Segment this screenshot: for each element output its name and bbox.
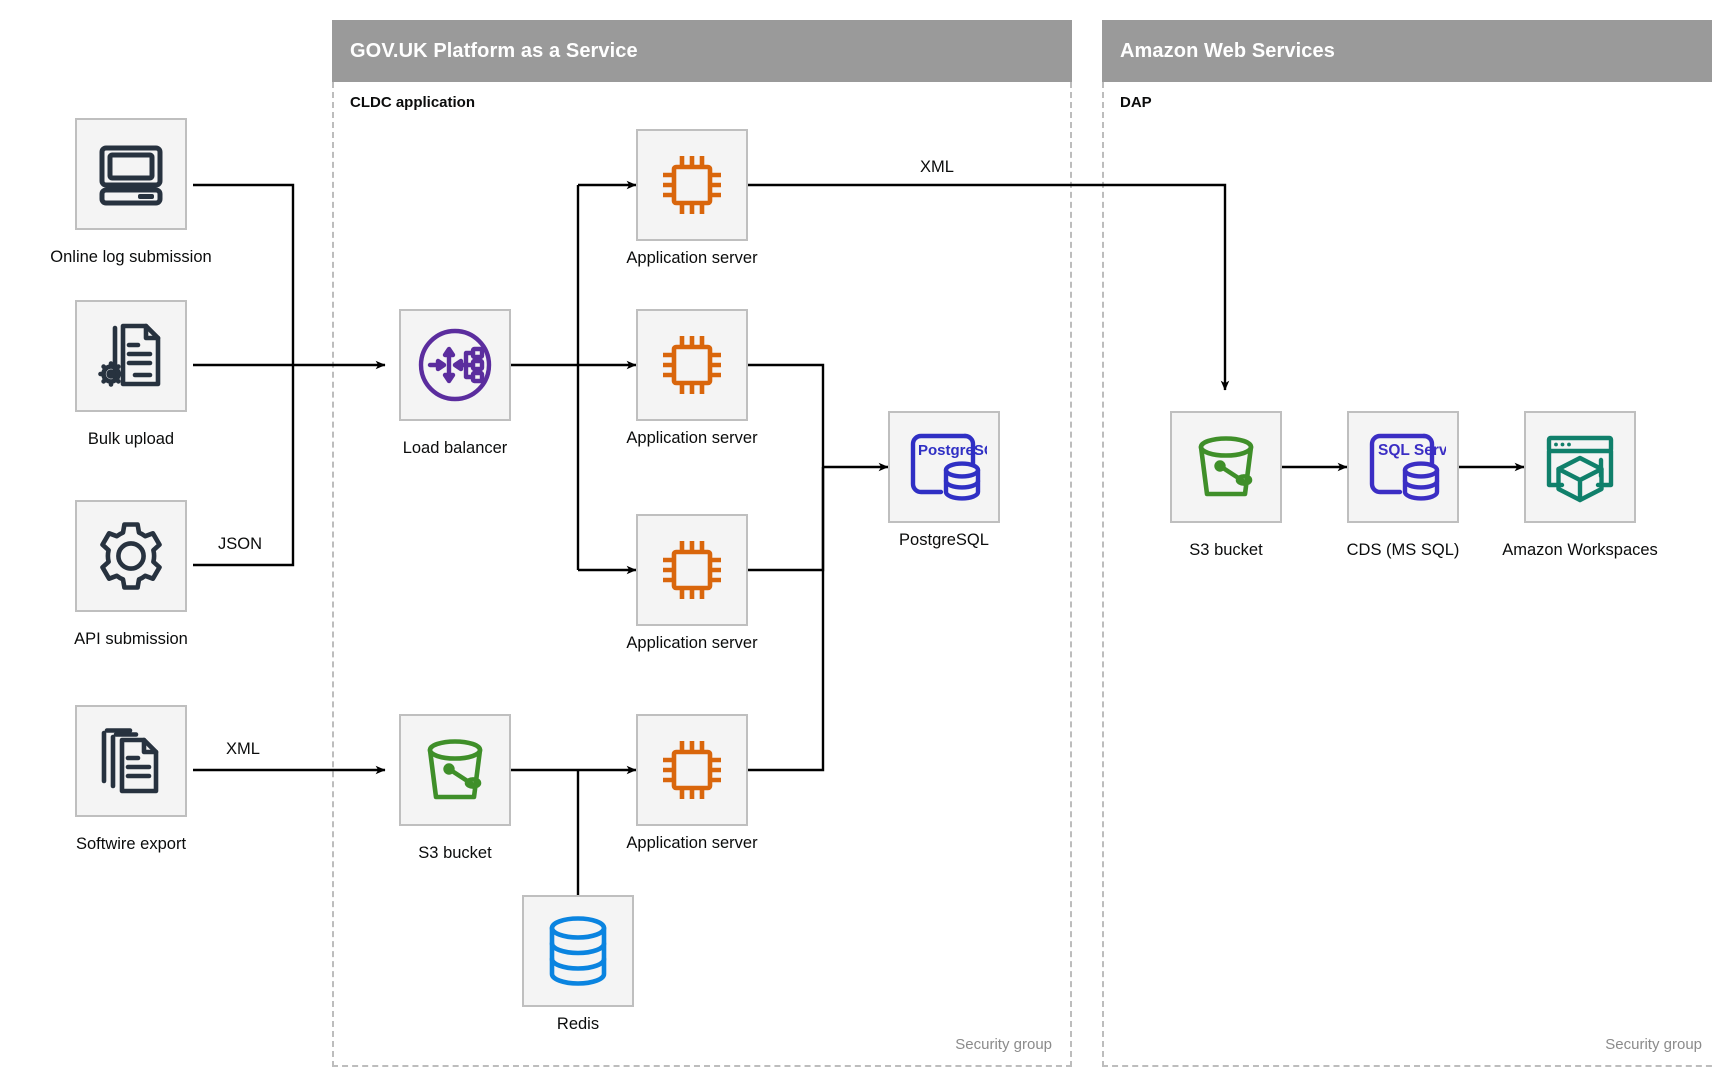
node-label-load-balancer: Load balancer — [402, 439, 508, 457]
zone-header-paas: GOV.UK Platform as a Service — [332, 20, 1072, 82]
security-group-label-aws: Security group — [1605, 1036, 1702, 1053]
node-amazon-workspaces[interactable] — [1524, 411, 1636, 523]
cpu-chip-icon — [654, 732, 730, 808]
documents-stack-icon — [94, 724, 168, 798]
bucket-icon — [1187, 428, 1265, 506]
edge-label-xml-softwire: XML — [222, 740, 264, 759]
node-label-app-server-4: Application server — [626, 834, 758, 852]
load-balancer-icon — [413, 323, 497, 407]
zone-subtitle-aws: DAP — [1120, 94, 1152, 111]
cpu-chip-icon — [654, 327, 730, 403]
zone-subtitle-paas: CLDC application — [350, 94, 476, 111]
bucket-icon — [416, 731, 494, 809]
node-label-cds-ms-sql: CDS (MS SQL) — [1346, 541, 1460, 559]
node-redis[interactable] — [522, 895, 634, 1007]
desktop-computer-icon — [94, 137, 168, 211]
node-app-server-2[interactable] — [636, 309, 748, 421]
node-s3-bucket-paas[interactable] — [399, 714, 511, 826]
node-label-postgresql: PostgreSQL — [899, 531, 989, 549]
postgresql-icon: PostgreSQL — [901, 424, 987, 510]
node-label-bulk-upload: Bulk upload — [87, 430, 175, 448]
node-bulk-upload[interactable] — [75, 300, 187, 412]
cpu-chip-icon — [654, 147, 730, 223]
svg-text:PostgreSQL: PostgreSQL — [918, 442, 987, 459]
database-cylinder-icon — [545, 915, 611, 987]
node-app-server-4[interactable] — [636, 714, 748, 826]
zone-title-paas: GOV.UK Platform as a Service — [350, 39, 638, 62]
sql-server-icon: SQL Server — [1360, 424, 1446, 510]
cpu-chip-icon — [654, 532, 730, 608]
workspaces-cube-icon — [1540, 427, 1620, 507]
node-label-amazon-workspaces: Amazon Workspaces — [1502, 541, 1658, 559]
zone-title-aws: Amazon Web Services — [1120, 39, 1335, 62]
node-label-app-server-3: Application server — [626, 634, 758, 652]
node-cds-ms-sql[interactable]: SQL Server — [1347, 411, 1459, 523]
node-online-log-submission[interactable] — [75, 118, 187, 230]
node-s3-bucket-aws[interactable] — [1170, 411, 1282, 523]
node-label-softwire-export: Softwire export — [75, 835, 187, 853]
node-app-server-1[interactable] — [636, 129, 748, 241]
zone-header-aws: Amazon Web Services — [1102, 20, 1712, 82]
node-label-s3-bucket-paas: S3 bucket — [418, 844, 492, 862]
node-label-app-server-1: Application server — [626, 249, 758, 267]
zone-box-aws — [1102, 82, 1712, 1067]
node-api-submission[interactable] — [75, 500, 187, 612]
document-gear-icon — [94, 319, 168, 393]
security-group-label-paas: Security group — [955, 1036, 1052, 1053]
gear-icon — [94, 519, 168, 593]
node-label-s3-bucket-aws: S3 bucket — [1189, 541, 1263, 559]
node-label-app-server-2: Application server — [626, 429, 758, 447]
node-postgresql[interactable]: PostgreSQL — [888, 411, 1000, 523]
svg-text:SQL Server: SQL Server — [1378, 442, 1446, 459]
edge-label-json: JSON — [214, 535, 267, 554]
node-app-server-3[interactable] — [636, 514, 748, 626]
node-label-online-log-submission: Online log submission — [50, 248, 212, 266]
node-label-redis: Redis — [556, 1015, 600, 1033]
node-label-api-submission: API submission — [74, 630, 188, 648]
node-softwire-export[interactable] — [75, 705, 187, 817]
node-load-balancer[interactable] — [399, 309, 511, 421]
zone-box-paas — [332, 82, 1072, 1067]
edge-label-xml-dap: XML — [916, 158, 958, 177]
